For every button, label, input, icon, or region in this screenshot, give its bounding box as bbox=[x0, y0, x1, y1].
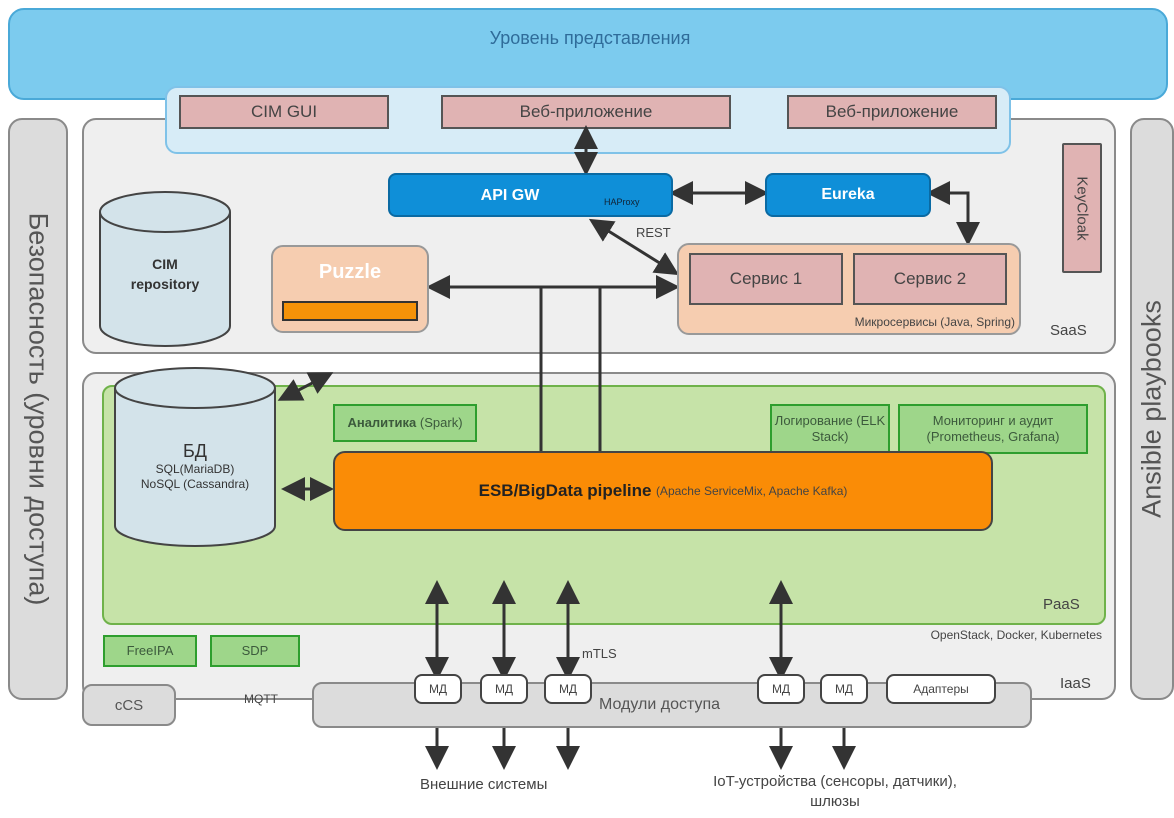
iaas-label: IaaS bbox=[1060, 675, 1091, 692]
iot-line2: шлюзы bbox=[810, 793, 860, 810]
db-cylinder bbox=[114, 367, 276, 547]
freeipa-box: FreeIPA bbox=[103, 635, 197, 667]
presentation-layer-band: Уровень представления bbox=[8, 8, 1168, 100]
adapters-box: Адаптеры bbox=[886, 674, 996, 704]
microservices-label: Микросервисы (Java, Spring) bbox=[854, 315, 1015, 329]
md-box-2: МД bbox=[480, 674, 528, 704]
iot-devices-label: IoT-устройства (сенсоры, датчики), шлюзы bbox=[665, 772, 1005, 812]
md-box-5: МД bbox=[820, 674, 868, 704]
puzzle-box: Puzzle bbox=[271, 245, 429, 333]
cim-repository-cylinder bbox=[99, 191, 231, 347]
puzzle-label: Puzzle bbox=[318, 261, 382, 283]
web-app-box-1: Веб-приложение bbox=[441, 95, 731, 129]
cim-repository-line1: CIM bbox=[152, 256, 178, 272]
access-modules-label: Модули доступа bbox=[599, 696, 721, 713]
security-sidebar: Безопасность (уровни доступа) bbox=[8, 118, 68, 700]
service2-box: Сервис 2 bbox=[853, 253, 1007, 305]
md-box-1: МД bbox=[414, 674, 462, 704]
logging-box: Логирование (ELK Stack) bbox=[770, 404, 890, 454]
cim-gui-box: CIM GUI bbox=[179, 95, 389, 129]
presentation-layer-label: Уровень представления bbox=[489, 28, 691, 48]
saas-label: SaaS bbox=[1050, 322, 1087, 339]
analytics-bold: Аналитика bbox=[347, 415, 417, 430]
iaas-stack-label: OpenStack, Docker, Kubernetes bbox=[930, 628, 1102, 642]
analytics-box: Аналитика (Spark) bbox=[333, 404, 477, 442]
puzzle-bar bbox=[282, 301, 418, 321]
db-title: БД bbox=[182, 441, 207, 461]
paas-label: PaaS bbox=[1043, 596, 1080, 613]
rest-label: REST bbox=[636, 225, 671, 240]
db-nosql: NoSQL (Cassandra) bbox=[140, 477, 250, 491]
cim-repository-label: CIM repository bbox=[120, 254, 210, 294]
cim-repository-line2: repository bbox=[130, 276, 200, 292]
keycloak-box: KeyCloak bbox=[1062, 143, 1102, 273]
db-label: БД SQL(MariaDB) NoSQL (Cassandra) bbox=[130, 440, 260, 492]
iot-line1: IoT-устройства (сенсоры, датчики), bbox=[713, 773, 957, 790]
api-gw-box: API GW HAProxy bbox=[388, 173, 673, 217]
mqtt-label: MQTT bbox=[244, 692, 278, 706]
haproxy-label: HAProxy bbox=[604, 197, 640, 207]
md-box-3: МД bbox=[544, 674, 592, 704]
mtls-label: mTLS bbox=[582, 646, 617, 661]
sdp-box: SDP bbox=[210, 635, 300, 667]
monitoring-box: Мониторинг и аудит (Prometheus, Grafana) bbox=[898, 404, 1088, 454]
eureka-box: Eureka bbox=[765, 173, 931, 217]
external-systems-label: Внешние системы bbox=[420, 776, 548, 793]
esb-bold: ESB/BigData pipeline bbox=[478, 481, 652, 500]
ccs-box: cCS bbox=[82, 684, 176, 726]
api-gw-label: API GW bbox=[480, 187, 540, 204]
web-app-box-2: Веб-приложение bbox=[787, 95, 997, 129]
db-sql: SQL(MariaDB) bbox=[155, 462, 235, 476]
keycloak-label: KeyCloak bbox=[1073, 175, 1091, 241]
service1-box: Сервис 1 bbox=[689, 253, 843, 305]
analytics-rest: (Spark) bbox=[419, 415, 463, 430]
esb-rest: (Apache ServiceMix, Apache Kafka) bbox=[655, 484, 848, 498]
md-box-4: МД bbox=[757, 674, 805, 704]
esb-pipeline-box: ESB/BigData pipeline (Apache ServiceMix,… bbox=[333, 451, 993, 531]
ansible-sidebar: Ansible playbooks bbox=[1130, 118, 1174, 700]
microservices-group: Сервис 1 Сервис 2 Микросервисы (Java, Sp… bbox=[677, 243, 1021, 335]
